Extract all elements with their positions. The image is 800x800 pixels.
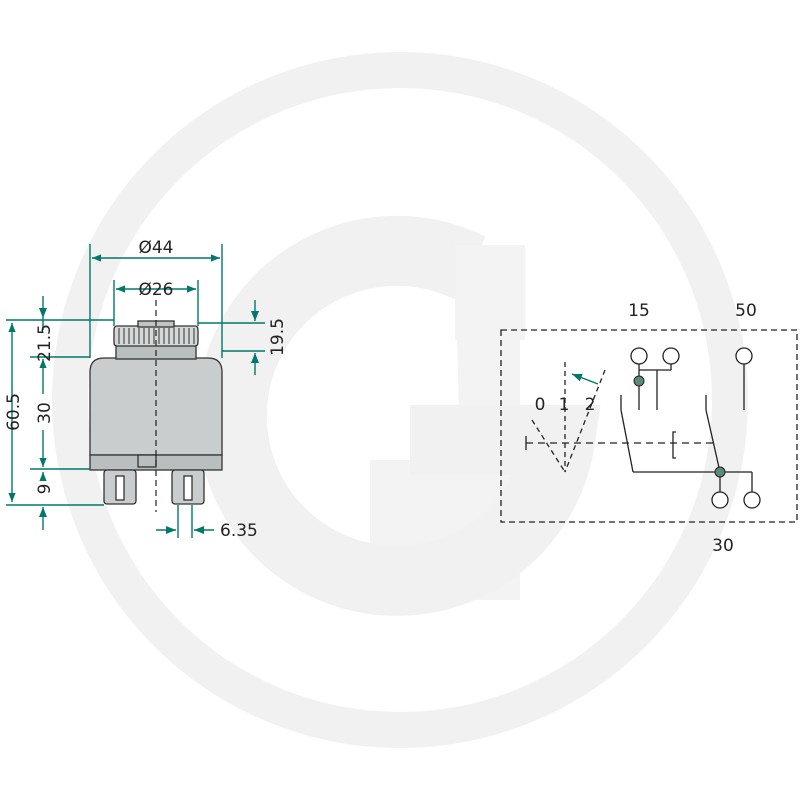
dim-terminal-height: 9 — [35, 484, 55, 495]
dim-inner-diameter: Ø26 — [138, 280, 173, 300]
switch-body — [89, 320, 223, 505]
terminal-label-50: 50 — [735, 301, 757, 321]
terminal-label-15: 15 — [628, 301, 650, 321]
terminal-label-30: 30 — [712, 536, 734, 556]
position-label: 0 — [535, 395, 546, 415]
dim-cap-height: 21.5 — [35, 324, 55, 362]
dim-cap-height-right: 19.5 — [268, 318, 288, 356]
dim-terminal-width: 6.35 — [220, 521, 258, 541]
junction-dot — [714, 466, 726, 478]
dimension-lines — [6, 244, 265, 538]
junction-dot — [633, 375, 645, 387]
switch-drawing: Ø44 Ø26 60.5 21.5 30 9 19.5 6.35 — [4, 238, 288, 541]
schematic: 15 50 30 0 1 2 — [500, 301, 798, 556]
schematic-frame — [500, 329, 798, 523]
g-logo-icon — [52, 52, 748, 748]
position-label: 2 — [585, 395, 596, 415]
dim-body-height: 30 — [35, 402, 55, 424]
position-label: 1 — [559, 395, 570, 415]
dim-total-height: 60.5 — [4, 393, 24, 431]
rotation-arrow-icon — [571, 373, 599, 385]
dim-outer-diameter: Ø44 — [138, 238, 173, 258]
